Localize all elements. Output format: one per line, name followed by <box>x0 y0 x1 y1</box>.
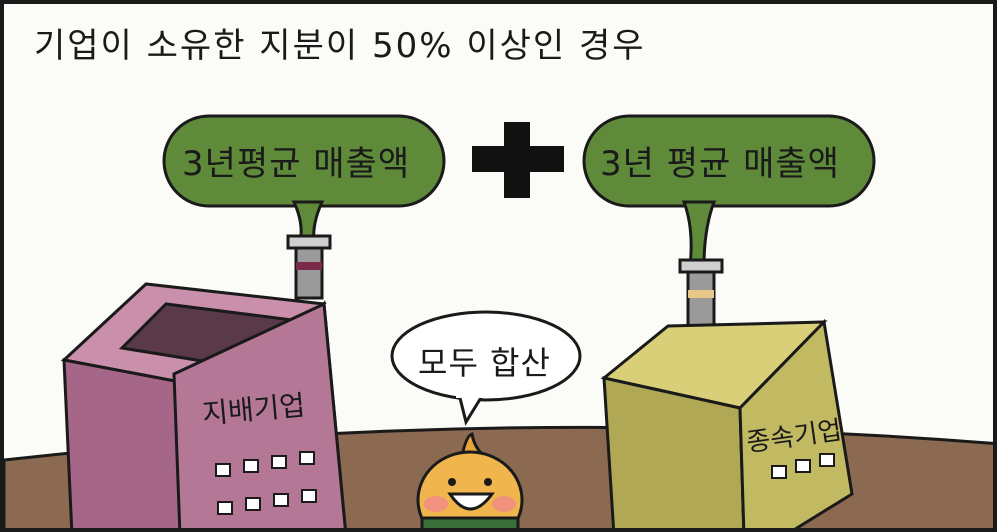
right-building <box>600 318 854 528</box>
left-chimney <box>286 234 332 300</box>
right-chimney <box>678 258 724 332</box>
speech-bubble-text: 모두 합산 <box>418 344 551 382</box>
plus-icon <box>472 122 564 198</box>
left-building-windows <box>215 451 317 515</box>
left-building <box>60 282 347 528</box>
speech-bubble <box>390 310 582 426</box>
right-building-windows <box>771 453 835 479</box>
scene-illustration <box>4 114 993 528</box>
onion-character <box>416 432 524 528</box>
panel-caption: 기업이 소유한 지분이 50% 이상인 경우 <box>34 26 646 66</box>
left-cloud-label: 3년평균 매출액 <box>182 144 411 184</box>
right-cloud-label: 3년 평균 매출액 <box>600 144 840 184</box>
right-cloud-bubble <box>582 114 876 268</box>
